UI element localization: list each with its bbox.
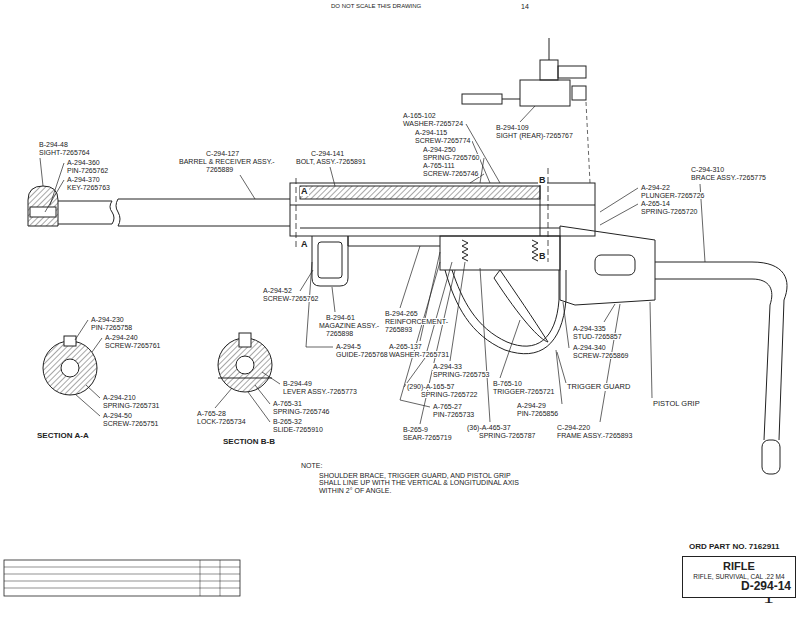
part-callout: KEY-7265763	[66, 184, 111, 191]
part-callout: A-294-29	[516, 402, 547, 409]
section-marker: B	[538, 176, 547, 185]
section-marker: B	[538, 252, 547, 261]
part-callout: PLUNGER-7265726	[640, 192, 705, 199]
part-callout: (290)-A-165-57	[406, 383, 455, 390]
part-number: ORD PART NO. 7162911	[688, 543, 781, 551]
part-callout: A-765-111	[422, 162, 456, 169]
part-callout: SPRING-7265753	[432, 371, 490, 378]
part-callout: SCREW-7265751	[102, 420, 160, 427]
part-callout: PIN-7265762	[66, 167, 109, 174]
part-callout: A-294-240	[104, 334, 139, 341]
part-callout: SPRING-7265760	[422, 154, 480, 161]
drawing-notice: 14	[520, 3, 530, 10]
part-callout: REINFORCEMENT-	[384, 318, 449, 325]
part-callout: A-165-102	[402, 112, 437, 119]
part-callout: A-294-22	[640, 184, 671, 191]
part-callout: TRIGGER-7265721	[492, 388, 555, 395]
title-text: RIFLE, SURVIVAL, CAL .22 M4	[687, 573, 791, 580]
note-text: SHOULDER BRACE, TRIGGER GUARD, AND PISTO…	[318, 472, 525, 494]
section-title: SECTION B-B	[222, 438, 276, 446]
part-callout: SIGHT (REAR)-7265767	[495, 132, 574, 139]
part-callout: LEVER ASSY.-7265773	[282, 388, 358, 395]
part-callout: SEAR-7265719	[402, 434, 453, 441]
part-callout: SIGHT-7265764	[38, 149, 91, 156]
section-marker: A	[300, 187, 309, 196]
part-callout: B-265-9	[402, 426, 429, 433]
part-callout: A-765-27	[432, 403, 463, 410]
part-callout: 7265898	[325, 330, 354, 337]
part-callout: A-765-31	[272, 400, 303, 407]
part-callout: A-294-230	[90, 316, 125, 323]
title-text: RIFLE	[687, 560, 791, 573]
part-callout: A-294-335	[572, 325, 607, 332]
part-callout: SPRING-7265731	[102, 402, 160, 409]
section-marker: A	[300, 240, 309, 249]
part-callout: PIN-7265733	[432, 411, 475, 418]
part-callout: C-294-310	[690, 166, 725, 173]
part-callout: SPRING-7265722	[420, 391, 478, 398]
part-callout: B-294-61	[325, 314, 356, 321]
part-callout: SPRING-7265746	[272, 408, 330, 415]
part-callout: A-294-340	[572, 344, 607, 351]
part-callout: C-294-141	[310, 150, 345, 157]
part-callout: GUIDE-7265768	[335, 351, 389, 358]
part-callout: A-294-5	[335, 343, 362, 350]
part-callout: WASHER-7265724	[402, 120, 464, 127]
title-block: RIFLERIFLE, SURVIVAL, CAL .22 M4D-294-14	[682, 556, 796, 598]
part-callout: SCREW-7265762	[262, 295, 320, 302]
part-callout: BARREL & RECEIVER ASSY.-	[178, 158, 276, 165]
part-callout: A-265-14	[640, 200, 671, 207]
part-callout: 7265889	[205, 166, 234, 173]
part-callout: BOLT, ASSY.-7265891	[295, 158, 367, 165]
part-callout: MAGAZINE ASSY.-	[318, 322, 380, 329]
part-callout: A-294-370	[66, 176, 101, 183]
part-callout: B-765-10	[492, 380, 523, 387]
part-callout: 7265893	[384, 326, 413, 333]
drawing-number: D-294-14	[687, 580, 791, 594]
part-callout: B-294-49	[282, 380, 313, 387]
part-callout: A-294-52	[262, 287, 293, 294]
drawing-notice: DO NOT SCALE THIS DRAWING	[330, 3, 422, 9]
leader-lines	[40, 106, 705, 424]
part-callout: A-294-33	[432, 363, 463, 370]
part-callout: (36)-A-465-37	[466, 424, 512, 431]
rifle-outline	[4, 38, 787, 596]
part-callout: B-294-109	[495, 124, 530, 131]
note-text: NOTE:	[300, 462, 323, 469]
part-callout: SCREW-7265761	[104, 342, 162, 349]
part-callout: FRAME ASSY.-7265893	[556, 432, 633, 439]
part-callout: PIN-7265856	[516, 410, 559, 417]
part-callout: SCREW-7265774	[414, 137, 472, 144]
part-callout: LOCK-7265734	[196, 418, 247, 425]
part-callout: PIN-7265758	[90, 324, 133, 331]
part-callout: B-294-48	[38, 141, 69, 148]
part-callout: SPRING-7265720	[640, 208, 698, 215]
part-callout: SCREW-7265746	[422, 170, 480, 177]
part-callout: A-294-360	[66, 159, 101, 166]
part-callout: B-294-265	[384, 310, 419, 317]
part-callout: A-765-28	[196, 410, 227, 417]
part-callout: WASHER-7265731	[388, 351, 450, 358]
part-callout: BRACE ASSY.-7265775	[690, 174, 767, 181]
part-callout: SLIDE-7265910	[272, 426, 324, 433]
part-callout: A-294-210	[102, 394, 137, 401]
part-callout: STUD-7265857	[572, 333, 623, 340]
part-callout: TRIGGER GUARD	[566, 383, 631, 391]
part-callout: SCREW-7265869	[572, 352, 630, 359]
part-callout: SPRING-7265787	[478, 432, 536, 439]
part-callout: A-265-137	[388, 343, 423, 350]
part-callout: B-265-32	[272, 418, 303, 425]
part-callout: A-294-115	[414, 129, 448, 136]
part-callout: A-294-250	[422, 146, 457, 153]
part-callout: C-294-220	[556, 424, 591, 431]
part-callout: C-294-127	[205, 150, 240, 157]
section-title: SECTION A-A	[36, 432, 90, 440]
part-callout: A-294-50	[102, 412, 133, 419]
part-callout: PISTOL GRIP	[652, 400, 701, 408]
